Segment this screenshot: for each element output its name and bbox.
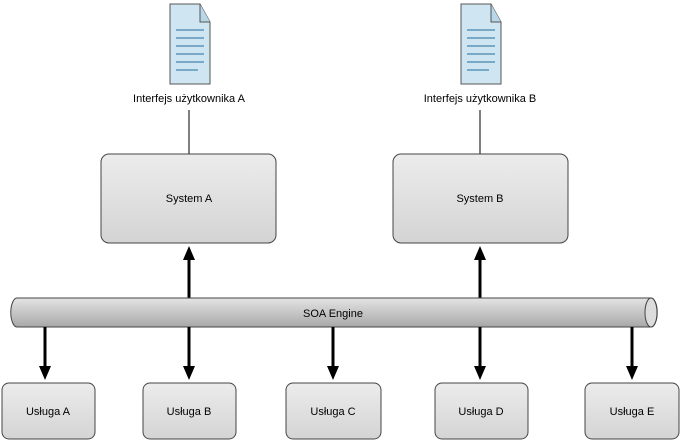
arrow-down-service-e xyxy=(626,327,638,380)
arrow-down-service-c xyxy=(327,327,339,380)
system-label-b: System B xyxy=(456,193,503,205)
service-label-e: Usługa E xyxy=(610,406,655,418)
arrow-down-service-d xyxy=(474,327,486,380)
arrow-up-system-b xyxy=(474,246,486,298)
system-box-a xyxy=(100,153,277,244)
document-icon-a xyxy=(169,3,211,85)
service-box-c xyxy=(285,382,382,440)
service-box-d xyxy=(434,382,529,440)
soa-engine-bus xyxy=(10,297,658,328)
service-box-a xyxy=(1,382,96,440)
service-label-b: Usługa B xyxy=(167,406,212,418)
system-label-a: System A xyxy=(166,193,213,205)
service-label-c: Usługa C xyxy=(310,406,355,418)
service-box-e xyxy=(584,382,680,440)
arrow-down-service-a xyxy=(39,327,51,380)
bus-label: SOA Engine xyxy=(303,308,363,320)
arrow-up-system-a xyxy=(183,246,195,298)
document-label-b: Interfejs użytkownika B xyxy=(424,93,537,105)
service-label-d: Usługa D xyxy=(458,406,503,418)
arrow-down-service-b xyxy=(183,327,195,380)
service-label-a: Usługa A xyxy=(26,406,71,418)
document-label-a: Interfejs użytkownika A xyxy=(133,93,246,105)
service-box-b xyxy=(142,382,237,440)
document-icon-b xyxy=(460,3,502,85)
system-box-b xyxy=(392,153,569,244)
